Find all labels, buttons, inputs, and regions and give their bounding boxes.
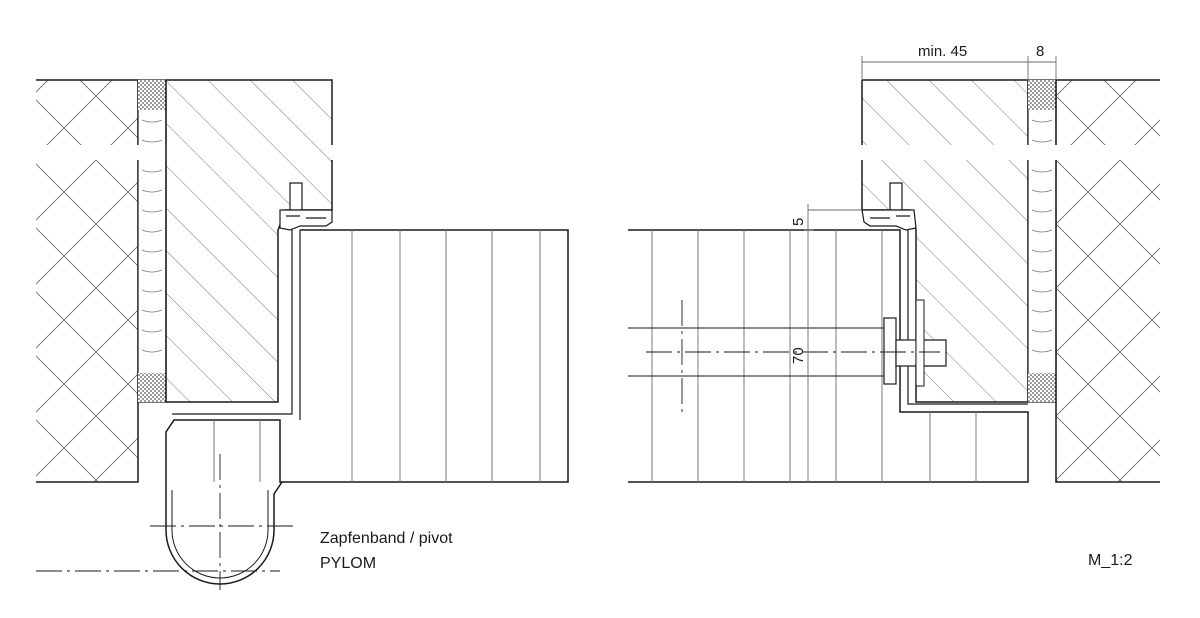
pivot-hinge	[36, 454, 294, 590]
pivot-label-line2: PYLOM	[320, 555, 376, 572]
left-seal-profile	[279, 182, 333, 231]
right-insulation	[1027, 79, 1057, 403]
dim-gap-width: 8	[1036, 43, 1044, 60]
dim-frame-width: min. 45	[918, 43, 967, 60]
dimension-lines	[804, 56, 1057, 482]
scale-label: M_1:2	[1088, 552, 1133, 569]
right-wall	[1055, 79, 1160, 483]
left-insulation	[137, 79, 167, 403]
pivot-label-line1: Zapfenband / pivot	[320, 530, 453, 547]
left-detail: Zapfenband / pivot PYLOM	[30, 79, 569, 590]
right-door-leaf	[628, 228, 1029, 483]
dim-axis-distance: 70	[790, 347, 807, 364]
left-frame	[165, 79, 333, 403]
lock-bolt	[628, 299, 947, 416]
right-seal-profile	[861, 182, 917, 231]
left-wall	[36, 79, 139, 483]
right-detail: min. 45 8 5 70 M_1:2	[628, 43, 1166, 569]
left-door-leaf	[165, 228, 569, 483]
dim-seal-offset: 5	[790, 218, 807, 226]
right-break-gap	[856, 145, 1166, 160]
